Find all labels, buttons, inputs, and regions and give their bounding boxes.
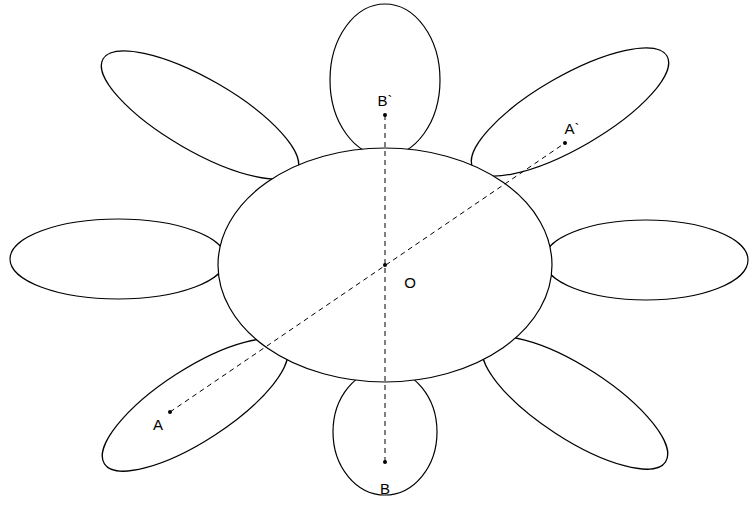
end-point — [563, 141, 567, 145]
axis-line — [170, 143, 565, 412]
petal — [10, 219, 226, 299]
end-point — [168, 410, 172, 414]
center-label: O — [404, 275, 416, 290]
end-point — [383, 113, 387, 117]
point-label: B — [380, 481, 390, 496]
axis-line — [385, 115, 386, 462]
center-point — [383, 263, 387, 267]
petal — [544, 220, 748, 300]
flower-center — [218, 148, 552, 382]
point-label: A — [153, 417, 163, 432]
petal — [455, 25, 685, 199]
point-label: A` — [565, 121, 580, 136]
point-label: B` — [378, 93, 393, 108]
end-point — [383, 460, 387, 464]
